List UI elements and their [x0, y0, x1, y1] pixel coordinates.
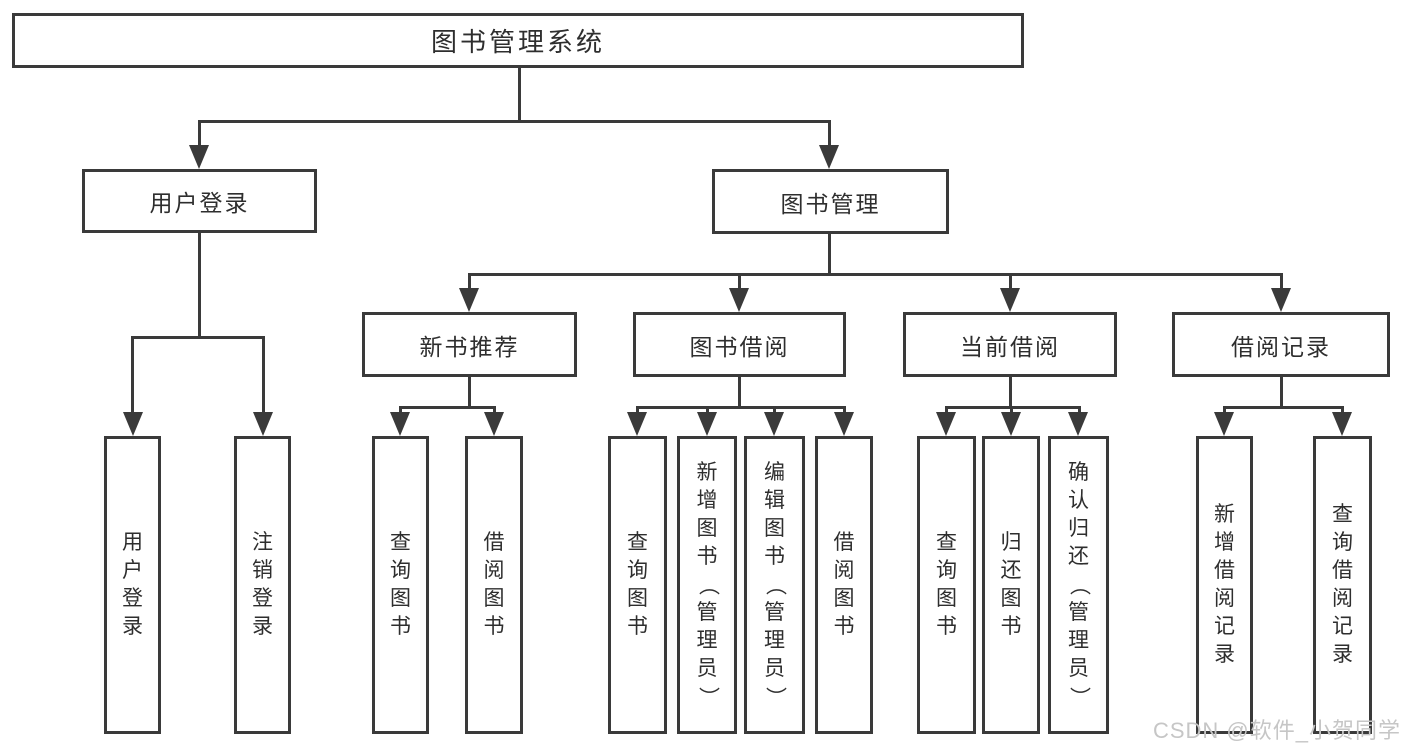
connector [198, 120, 831, 123]
connector [1280, 273, 1283, 291]
arrowhead-icon [1001, 412, 1021, 436]
connector [738, 273, 741, 291]
connector [636, 406, 846, 409]
connector [198, 120, 201, 147]
leaf-confirm-return-admin-label: 确认归还（管理员） [1067, 461, 1091, 708]
connector [468, 377, 471, 406]
connector [198, 233, 201, 338]
arrowhead-icon [484, 412, 504, 436]
leaf-confirm-return-admin: 确认归还（管理员） [1048, 436, 1109, 734]
connector [399, 406, 402, 414]
leaf-user-login: 用户登录 [104, 436, 161, 734]
leaf-logout: 注销登录 [234, 436, 291, 734]
leaf-query-books-recommend-label: 查询图书 [390, 531, 411, 638]
connector [636, 406, 639, 414]
connector [1078, 406, 1081, 414]
arrowhead-icon [1214, 412, 1234, 436]
connector [518, 68, 521, 120]
leaf-user-login-label: 用户登录 [122, 531, 143, 638]
leaf-query-books-borrow: 查询图书 [608, 436, 667, 734]
csdn-watermark: CSDN @软件_小贺同学 [1152, 718, 1401, 743]
connector [945, 406, 948, 414]
connector [843, 406, 846, 414]
node-borrow-records: 借阅记录 [1172, 312, 1390, 377]
connector [828, 234, 831, 273]
arrowhead-icon [936, 412, 956, 436]
arrowhead-icon [459, 288, 479, 312]
connector [706, 406, 709, 414]
node-user-login-label: 用户登录 [149, 190, 250, 216]
connector [493, 406, 496, 414]
connector [1223, 406, 1226, 414]
node-new-book-recommend-label: 新书推荐 [419, 333, 520, 360]
arrowhead-icon [253, 412, 273, 436]
arrowhead-icon [819, 145, 839, 169]
connector [468, 273, 471, 291]
arrowhead-icon [123, 412, 143, 436]
leaf-borrow-books-recommend-label: 借阅图书 [483, 531, 505, 638]
arrowhead-icon [729, 288, 749, 312]
leaf-query-books-recommend: 查询图书 [372, 436, 429, 734]
leaf-borrow-books: 借阅图书 [815, 436, 873, 734]
arrowhead-icon [1271, 288, 1291, 312]
arrowhead-icon [834, 412, 854, 436]
arrowhead-icon [1332, 412, 1352, 436]
leaf-return-books: 归还图书 [982, 436, 1040, 734]
leaf-add-borrow-record-label: 新增借阅记录 [1214, 503, 1235, 666]
node-book-borrow-label: 图书借阅 [689, 333, 790, 360]
connector [738, 377, 741, 406]
leaf-logout-label: 注销登录 [252, 531, 273, 638]
arrowhead-icon [1068, 412, 1088, 436]
connector [131, 336, 265, 339]
leaf-borrow-books-recommend: 借阅图书 [465, 436, 523, 734]
leaf-query-books-borrow-label: 查询图书 [627, 531, 648, 638]
node-root: 图书管理系统 [12, 13, 1024, 68]
leaf-borrow-books-label: 借阅图书 [833, 531, 855, 638]
arrowhead-icon [1000, 288, 1020, 312]
connector [399, 406, 496, 409]
connector [468, 273, 1283, 276]
connector [1280, 377, 1283, 406]
node-user-login: 用户登录 [82, 169, 317, 233]
node-current-borrow-label: 当前借阅 [960, 333, 1060, 360]
arrowhead-icon [189, 145, 209, 169]
connector [1009, 377, 1012, 406]
connector [945, 406, 1081, 409]
node-root-label: 图书管理系统 [430, 27, 605, 57]
arrowhead-icon [627, 412, 647, 436]
arrowhead-icon [390, 412, 410, 436]
node-book-management: 图书管理 [712, 169, 949, 234]
leaf-query-borrow-record-label: 查询借阅记录 [1332, 503, 1353, 666]
leaf-edit-book-admin: 编辑图书（管理员） [744, 436, 805, 734]
node-current-borrow: 当前借阅 [903, 312, 1117, 377]
connector [1223, 406, 1344, 409]
leaf-add-book-admin-label: 新增图书（管理员） [696, 461, 719, 708]
leaf-query-books-current-label: 查询图书 [936, 531, 957, 638]
connector [262, 336, 265, 414]
connector [1010, 406, 1013, 414]
leaf-return-books-label: 归还图书 [1000, 531, 1022, 638]
node-book-borrow: 图书借阅 [633, 312, 846, 377]
arrowhead-icon [764, 412, 784, 436]
node-borrow-records-label: 借阅记录 [1231, 333, 1331, 360]
leaf-add-borrow-record: 新增借阅记录 [1196, 436, 1253, 734]
connector [828, 120, 831, 147]
leaf-edit-book-admin-label: 编辑图书（管理员） [763, 461, 787, 708]
connector [1009, 273, 1012, 291]
connector [1341, 406, 1344, 414]
leaf-add-book-admin: 新增图书（管理员） [677, 436, 737, 734]
connector [131, 336, 134, 414]
connector [773, 406, 776, 414]
node-new-book-recommend: 新书推荐 [362, 312, 577, 377]
arrowhead-icon [697, 412, 717, 436]
leaf-query-borrow-record: 查询借阅记录 [1313, 436, 1372, 734]
leaf-query-books-current: 查询图书 [917, 436, 976, 734]
node-book-management-label: 图书管理 [780, 190, 881, 217]
